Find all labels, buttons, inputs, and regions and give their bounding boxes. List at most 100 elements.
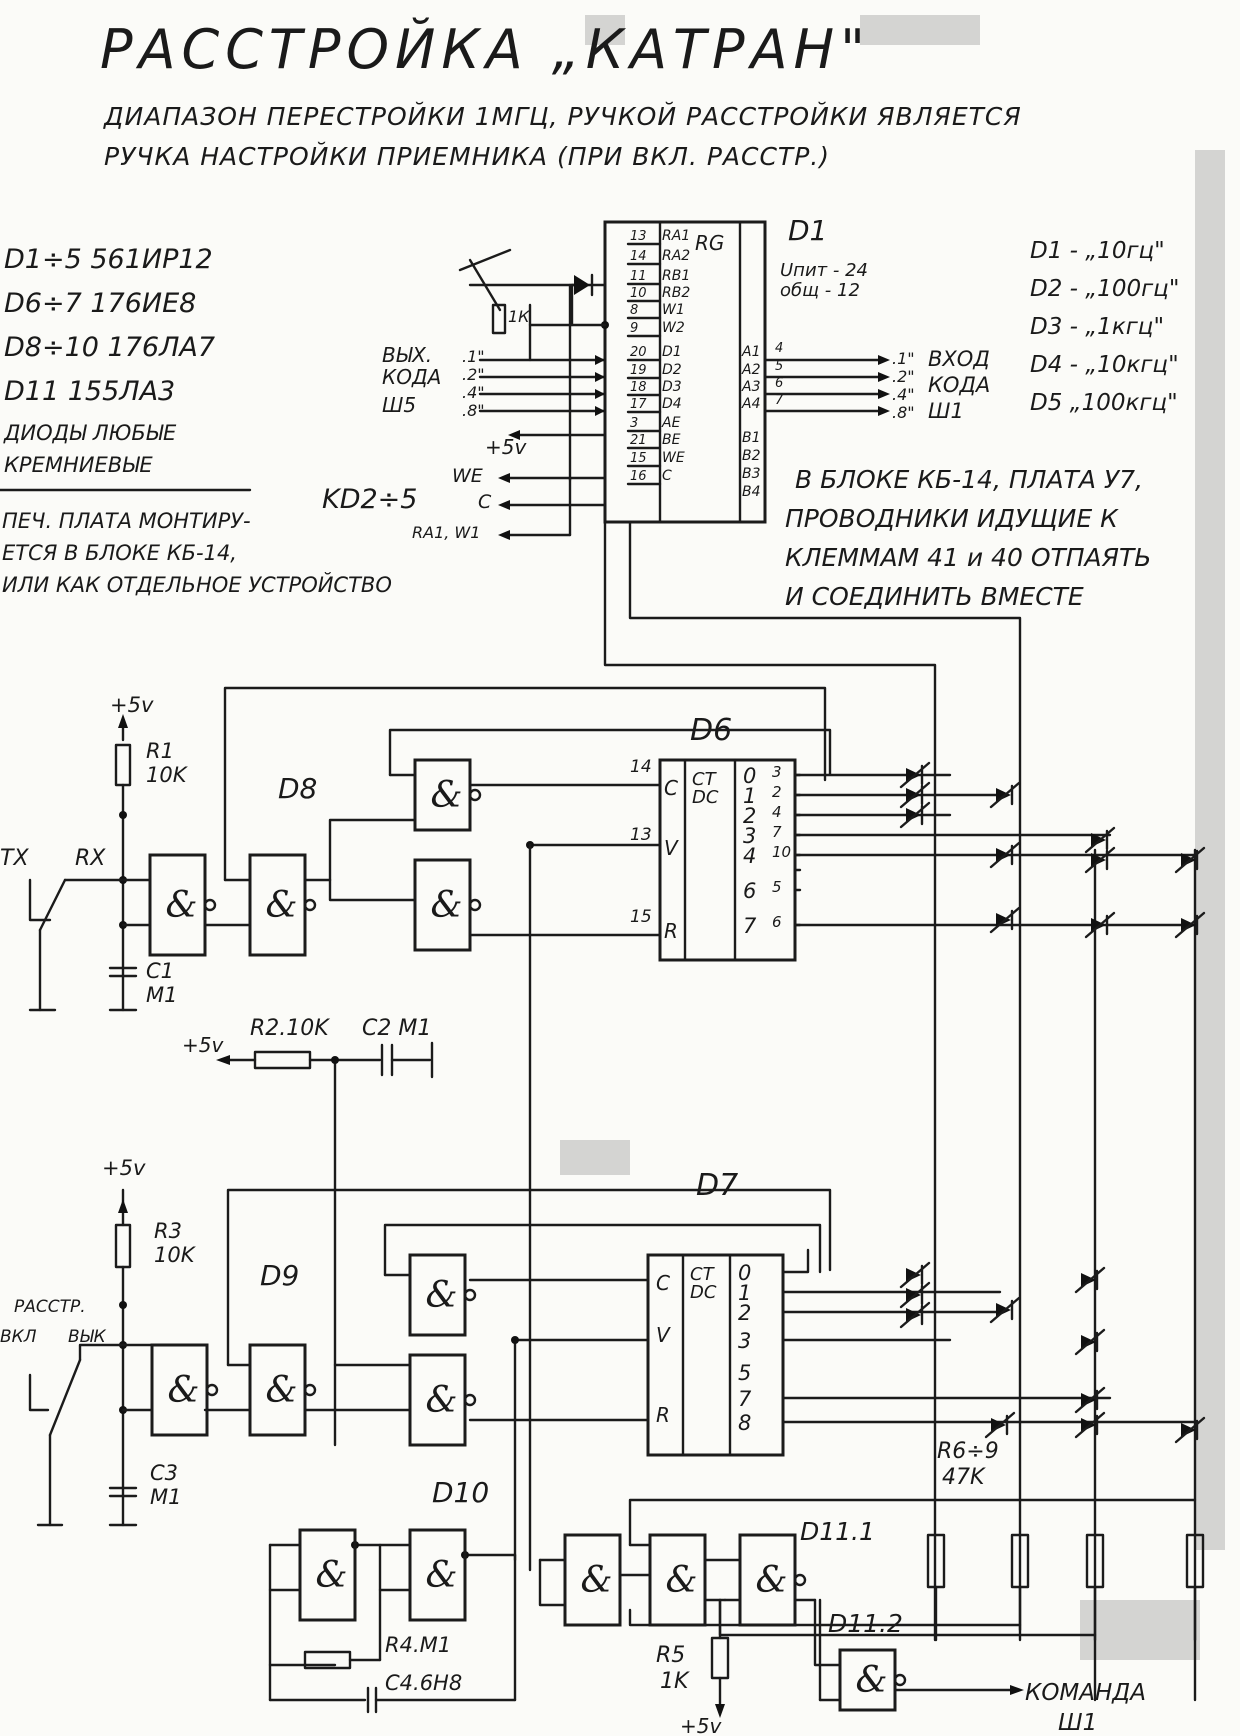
d7-c: C xyxy=(656,1271,670,1295)
d1-pin-label: RB1 xyxy=(662,268,690,284)
d1-pin-label: B2 xyxy=(742,448,761,464)
d1-pin-label: A3 xyxy=(741,379,760,395)
d6-out-label: 0 xyxy=(743,764,756,788)
d1-res-label: 1К xyxy=(508,307,530,326)
d6-out-pin: 5 xyxy=(772,878,782,896)
r69-label: 47K xyxy=(942,1465,986,1490)
d7-out-label: 1 xyxy=(738,1281,751,1305)
d1-label: D1 xyxy=(788,214,827,247)
gate-symbol: & xyxy=(666,1560,698,1601)
diode-icon xyxy=(899,1281,931,1309)
logic-gates: &&&&&&&&&&&&&& xyxy=(148,758,907,1712)
diode-icon xyxy=(1174,1416,1206,1444)
digit-item: D3 - „1кгц" xyxy=(1030,314,1164,340)
gate-symbol: & xyxy=(316,1555,348,1596)
nand-gate: & xyxy=(413,858,482,952)
d8-label: D8 xyxy=(278,772,317,805)
r2-label: R2.10K xyxy=(250,1016,330,1041)
d1-output-title: Ш1 xyxy=(928,399,964,423)
d1-pin-number: 20 xyxy=(630,345,647,360)
d7-func: DC xyxy=(690,1282,717,1303)
r5-label: 1K xyxy=(660,1669,690,1694)
gate-symbol: & xyxy=(426,1555,458,1596)
d6-out-pin: 4 xyxy=(772,803,782,821)
d1-pin-label: D3 xyxy=(662,379,682,395)
d6-func: DC xyxy=(692,787,719,808)
d1-pin-label: AE xyxy=(661,415,681,431)
d6-pin-r: 15 xyxy=(630,907,652,927)
d6-pin-v: 13 xyxy=(630,825,652,845)
d7-out-label: 8 xyxy=(738,1411,751,1435)
diode-icon xyxy=(1084,846,1116,874)
d7-out-label: 7 xyxy=(738,1387,752,1411)
c3-label: C3 xyxy=(150,1461,178,1485)
d1-func: RG xyxy=(695,231,724,255)
d7-out-label: 3 xyxy=(738,1329,751,1353)
d6-v: V xyxy=(664,836,679,860)
d1-pin-number: 11 xyxy=(630,269,647,284)
nand-gate: & xyxy=(150,1343,219,1437)
nand-gate: & xyxy=(413,758,482,832)
r4-label: R4.M1 xyxy=(385,1633,451,1657)
gate-symbol: & xyxy=(426,1275,458,1316)
d1-pin-label: B3 xyxy=(742,466,761,482)
matrix-wire xyxy=(793,868,802,892)
r3-label: R3 xyxy=(154,1219,182,1243)
d1-ra1w1: RA1, W1 xyxy=(412,523,480,542)
d1-we: WE xyxy=(452,465,483,487)
tx-label: TX xyxy=(0,846,29,871)
diode-icon xyxy=(1074,1386,1106,1414)
bottom-section xyxy=(28,1188,832,1562)
diode-icon xyxy=(899,1261,931,1289)
diode-icon xyxy=(899,781,931,809)
d1-pin-label: B1 xyxy=(742,430,761,446)
d1-input-code: .2" xyxy=(462,365,485,384)
d1-pin-label: W2 xyxy=(662,320,685,336)
d1-wiring: 1К xyxy=(458,248,1022,1642)
d1-output-code: .2" xyxy=(892,367,915,386)
nand-gate: & xyxy=(648,1533,707,1627)
c4-label: C4.6H8 xyxy=(385,1671,462,1695)
d1-input-title: Ш5 xyxy=(382,393,416,417)
d6-out-label: 3 xyxy=(743,824,756,848)
d1-pin-number: 10 xyxy=(630,286,647,301)
d1-pin-number: 16 xyxy=(630,469,647,484)
c3-label: M1 xyxy=(150,1485,181,1509)
d1-pin-number: 17 xyxy=(630,397,647,412)
d1-pin-number: 21 xyxy=(630,433,647,448)
d6-out-pin: 10 xyxy=(772,843,791,861)
kb-note-line: ПРОВОДНИКИ ИДУЩИЕ К xyxy=(785,504,1119,533)
d6-out-label: 4 xyxy=(743,844,756,868)
diode-icon xyxy=(1074,1411,1106,1439)
digit-item: D2 - „100гц" xyxy=(1030,276,1179,302)
parts-item: D8÷10 176ЛА7 xyxy=(4,332,215,363)
gate-symbol: & xyxy=(431,885,463,926)
header-line-2: РУЧКА НАСТРОЙКИ ПРИЕМНИКА (ПРИ ВКЛ. РАСС… xyxy=(104,142,830,171)
nand-gate: & xyxy=(408,1353,477,1447)
diode-icon xyxy=(989,841,1021,869)
d1-pin-label: RB2 xyxy=(662,285,690,301)
d10-label: D10 xyxy=(432,1476,489,1509)
gate-symbol: & xyxy=(426,1380,458,1421)
d1-input-code: .4" xyxy=(462,383,485,402)
diode-icon xyxy=(1084,826,1116,854)
d6-out-label: 7 xyxy=(743,914,757,938)
bottom-plus5: +5v xyxy=(102,1156,146,1180)
d1-pin-label: A4 xyxy=(741,396,760,412)
digit-item: D5 „100кгц" xyxy=(1030,390,1178,416)
d6-out-pin: 7 xyxy=(772,823,782,841)
d7-v: V xyxy=(656,1323,671,1347)
d11-logic: D11.1 D11.2 R5 1K +5v КОМАНДА Ш1 xyxy=(538,1498,1197,1736)
d1-pin-number: 13 xyxy=(630,229,647,244)
diode-icon xyxy=(1084,911,1116,939)
diode-icon xyxy=(1174,846,1206,874)
top-plus5: +5v xyxy=(110,693,154,717)
d6-out-pin: 6 xyxy=(772,913,782,931)
d1-pin-label: C xyxy=(662,468,672,484)
d6-out-label: 2 xyxy=(743,804,756,828)
d1-pin-label: B4 xyxy=(742,484,761,500)
diode-icon xyxy=(1074,1266,1106,1294)
